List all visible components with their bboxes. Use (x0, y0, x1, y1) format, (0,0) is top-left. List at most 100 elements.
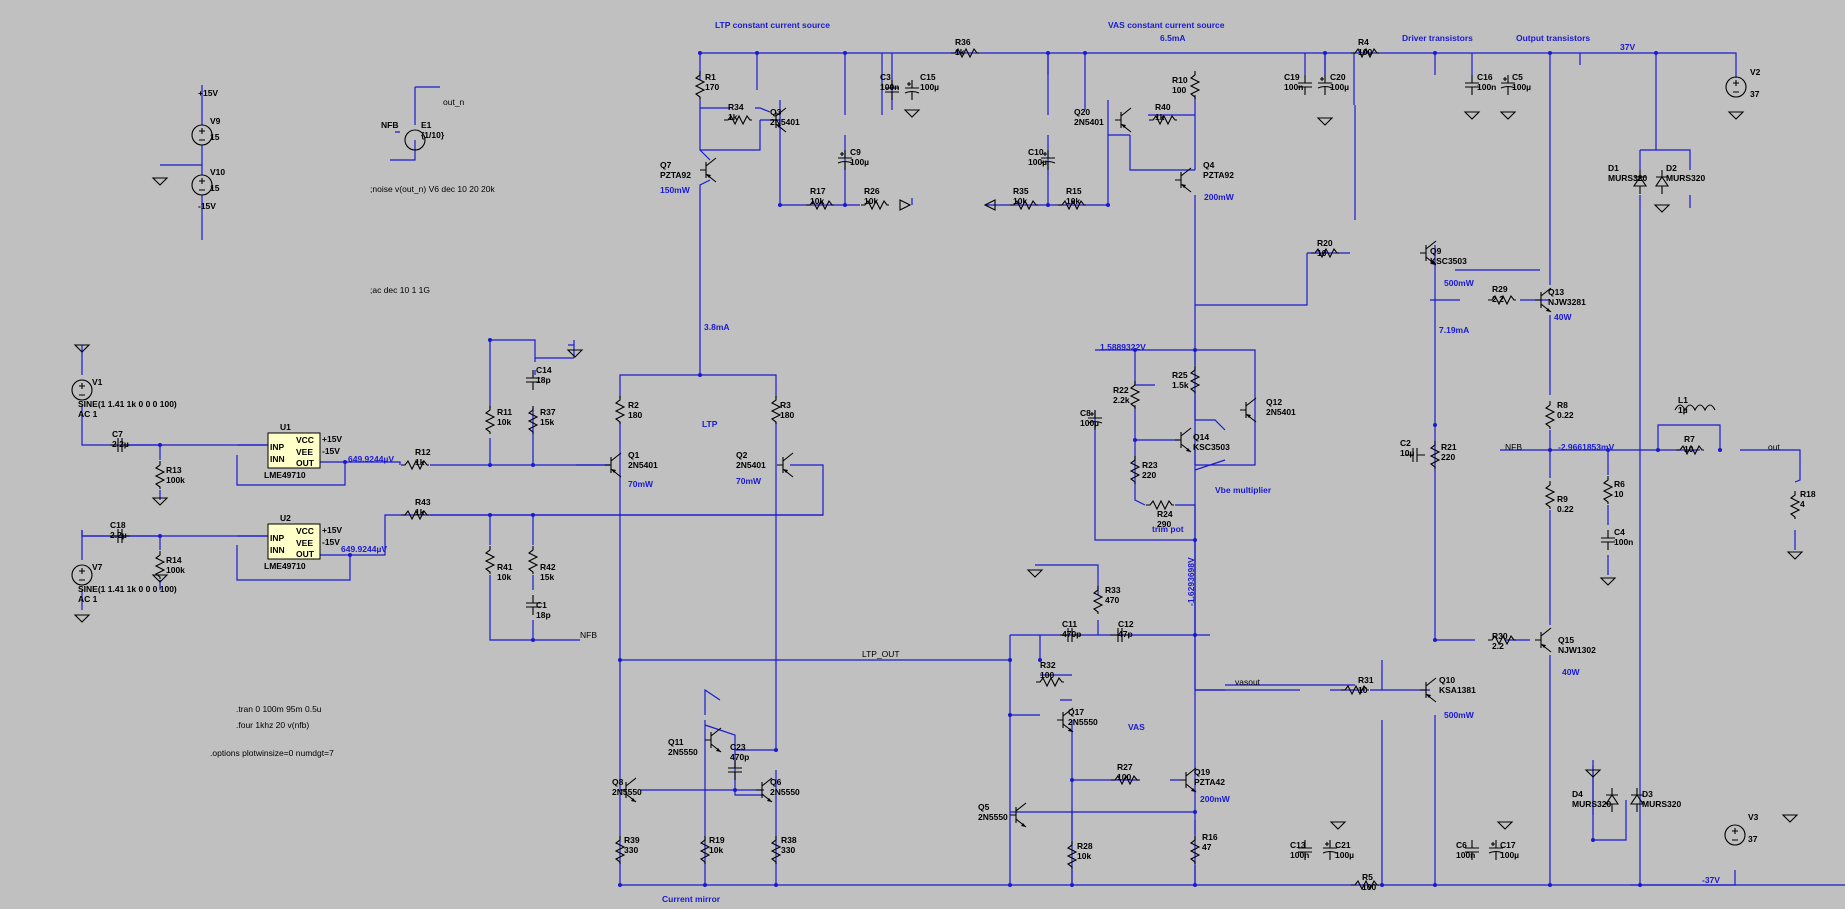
label-r11-0: R11 (497, 407, 512, 417)
label-u1-1: LME49710 (264, 470, 306, 480)
spice-directives: ;noise v(out_n) V6 dec 10 20 20k ;ac dec… (210, 184, 495, 758)
label-d1-1: MURS320 (1608, 173, 1647, 183)
label-r42-0: R42 (540, 562, 556, 572)
label-d3-0: D3 (1642, 789, 1653, 799)
label-r18-1: 4 (1800, 499, 1805, 509)
p-q13-readout: 40W (1554, 312, 1572, 322)
label-v3-1: 37 (1748, 834, 1758, 844)
label-r37-0: R37 (540, 407, 556, 417)
label-r39-1: 330 (624, 845, 638, 855)
label-r23-0: R23 (1142, 460, 1158, 470)
label-r11-1: 10k (497, 417, 511, 427)
label-v2-0: V2 (1750, 67, 1761, 77)
label-c3-0: C3 (880, 72, 891, 82)
label-r25-0: R25 (1172, 370, 1188, 380)
label-v10-0: V10 (210, 167, 225, 177)
svg-text:-15V: -15V (322, 446, 340, 456)
svg-text:+15V: +15V (322, 434, 342, 444)
label-c7-1: 2.2µ (112, 439, 129, 449)
label-c23-1: 470p (730, 752, 749, 762)
junction-dots (158, 51, 1722, 887)
label-r37-1: 15k (540, 417, 554, 427)
trim-pot-label: trim pot (1152, 524, 1184, 534)
svg-text:OUT: OUT (296, 458, 315, 468)
label-r17-1: 10k (810, 196, 824, 206)
arrow-right-icon (899, 199, 912, 211)
label-r19-0: R19 (709, 835, 725, 845)
svg-text:VEE: VEE (296, 447, 313, 457)
label-c16-0: C16 (1477, 72, 1493, 82)
label-c1-1: 18p (536, 610, 551, 620)
label-q10-0: Q10 (1439, 675, 1455, 685)
label-q12-1: 2N5401 (1266, 407, 1296, 417)
label-c18-0: C18 (110, 520, 126, 530)
label-e1-2: NFB (381, 120, 398, 130)
component-labels: R1170R341kR361kR10100R401kR4100R1710kR26… (78, 37, 1816, 892)
label-c8-0: C8 (1080, 408, 1091, 418)
p-q1-readout: 70mW (628, 479, 654, 489)
label-c9-0: C9 (850, 147, 861, 157)
label-r36-1: 1k (955, 47, 965, 57)
label-u2-0: U2 (280, 513, 291, 523)
label-q15-1: NJW1302 (1558, 645, 1596, 655)
label-r7-1: 10 (1684, 444, 1694, 454)
label-c6-1: 100n (1456, 850, 1475, 860)
svg-text:VCC: VCC (296, 435, 314, 445)
label-r40-1: 1k (1155, 112, 1165, 122)
label-r2-1: 180 (628, 410, 642, 420)
svg-text:INP: INP (270, 533, 285, 543)
label-c3-1: 100n (880, 82, 899, 92)
svg-text:+15V: +15V (322, 525, 342, 535)
label-v3-0: V3 (1748, 812, 1759, 822)
label-c12-1: 47p (1118, 629, 1133, 639)
label-r40-0: R40 (1155, 102, 1171, 112)
label-q17-0: Q17 (1068, 707, 1084, 717)
label-q1-1: 2N5401 (628, 460, 658, 470)
label-r19-1: 10k (709, 845, 723, 855)
label-c7-0: C7 (112, 429, 123, 439)
label-v9-1: 15 (210, 132, 220, 142)
label-c12-0: C12 (1118, 619, 1134, 629)
label-r5-1: 100 (1362, 882, 1376, 892)
p-q9-readout: 500mW (1444, 278, 1475, 288)
label-q4-0: Q4 (1203, 160, 1215, 170)
label-q1-0: Q1 (628, 450, 640, 460)
label-r43-1: 1k (415, 507, 425, 517)
label-r29-1: 2.2 (1492, 294, 1504, 304)
label-r34-0: R34 (728, 102, 744, 112)
block-headers: LTP constant current source VAS constant… (443, 20, 1780, 904)
label-c13-1: 100n (1290, 850, 1309, 860)
nfb-label: NFB (1505, 442, 1522, 452)
readouts: 3.8mA 7.19mA 1.5889322V -2.9661853mV 649… (341, 185, 1615, 804)
label-r12-0: R12 (415, 447, 431, 457)
label-r14-0: R14 (166, 555, 182, 565)
label-c2-1: 10µ (1400, 448, 1414, 458)
label-q19-0: Q19 (1194, 767, 1210, 777)
label-r28-0: R28 (1077, 841, 1093, 851)
label-r6-0: R6 (1614, 479, 1625, 489)
arrow-left-icon (983, 199, 996, 211)
label-c9-1: 100µ (850, 157, 869, 167)
label-c4-1: 100n (1614, 537, 1633, 547)
label-r21-0: R21 (1441, 442, 1457, 452)
label-d4-0: D4 (1572, 789, 1583, 799)
svg-text:VEE: VEE (296, 538, 313, 548)
v-u1-readout: 649.9244µV (348, 454, 394, 464)
label-r8-1: 0.22 (1557, 410, 1574, 420)
label-r27-1: 100 (1117, 772, 1131, 782)
vbe-mult-label: Vbe multiplier (1215, 485, 1272, 495)
label-q11-1: 2N5550 (668, 747, 698, 757)
label-q3-1: 2N5401 (770, 117, 800, 127)
label-c21-0: C21 (1335, 840, 1351, 850)
label-c17-1: 100µ (1500, 850, 1519, 860)
label-c15-1: 100µ (920, 82, 939, 92)
label-c10-1: 100µ (1028, 157, 1047, 167)
opamp-u1 (267, 432, 321, 469)
label-e1-0: E1 (421, 120, 432, 130)
label-c17-0: C17 (1500, 840, 1516, 850)
out-n-label: out_n (443, 97, 465, 107)
label-c13-0: C13 (1290, 840, 1306, 850)
label-q19-1: PZTA42 (1194, 777, 1225, 787)
p-q4-readout: 200mW (1204, 192, 1235, 202)
label-q9-1: KSC3503 (1430, 256, 1467, 266)
